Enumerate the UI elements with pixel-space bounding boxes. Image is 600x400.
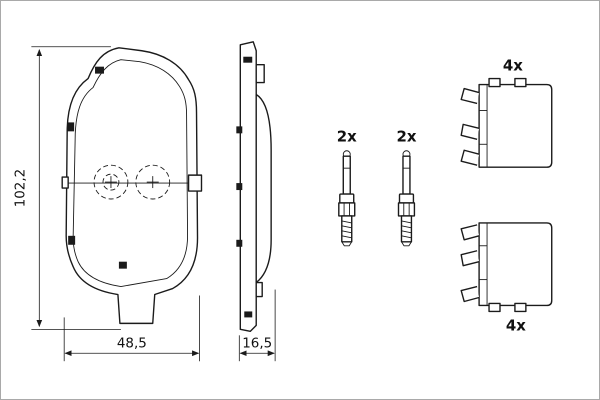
dimension-thickness: 16,5 <box>238 289 276 362</box>
brake-pad-front-view <box>61 47 203 325</box>
dimension-height: 102,2 <box>13 46 121 330</box>
retaining-clip-top <box>460 77 553 168</box>
chamfer-mark <box>68 235 76 245</box>
bolt-right-qty-label: 2x <box>396 127 416 145</box>
plate-mark <box>236 183 243 191</box>
friction-material <box>255 93 272 284</box>
backing-plate <box>239 41 257 333</box>
plate-mark <box>236 126 243 134</box>
plate-top-step <box>255 63 265 84</box>
plate-mark <box>236 239 243 247</box>
pad-inner-contour <box>72 59 189 288</box>
plate-mark <box>244 311 253 318</box>
clip-top-qty-label: 4x <box>503 57 523 75</box>
height-dimension-label: 102,2 <box>13 169 28 207</box>
pad-right-lug <box>187 174 203 192</box>
wear-indicator-circle <box>93 164 129 200</box>
thickness-dimension-label: 16,5 <box>242 336 272 351</box>
chamfer-mark <box>67 122 75 132</box>
pad-left-notch <box>61 176 69 189</box>
dimension-width: 48,5 <box>63 295 200 362</box>
chamfer-mark <box>118 261 127 269</box>
plate-bottom-step <box>255 281 263 298</box>
bolt-left-qty-label: 2x <box>337 127 357 145</box>
retaining-clip-bottom <box>460 222 553 313</box>
wear-indicator-inner-circle <box>102 173 120 191</box>
pad-outer-contour <box>65 47 199 325</box>
plate-mark <box>243 56 253 63</box>
mounting-bolt-left <box>338 150 356 247</box>
width-dimension-label: 48,5 <box>117 336 147 351</box>
wear-indicator-circle <box>135 164 171 200</box>
brake-pad-side-view <box>236 41 272 333</box>
mounting-bolt-right <box>397 150 416 247</box>
chamfer-mark <box>95 66 104 74</box>
clip-bottom-qty-label: 4x <box>506 316 526 334</box>
